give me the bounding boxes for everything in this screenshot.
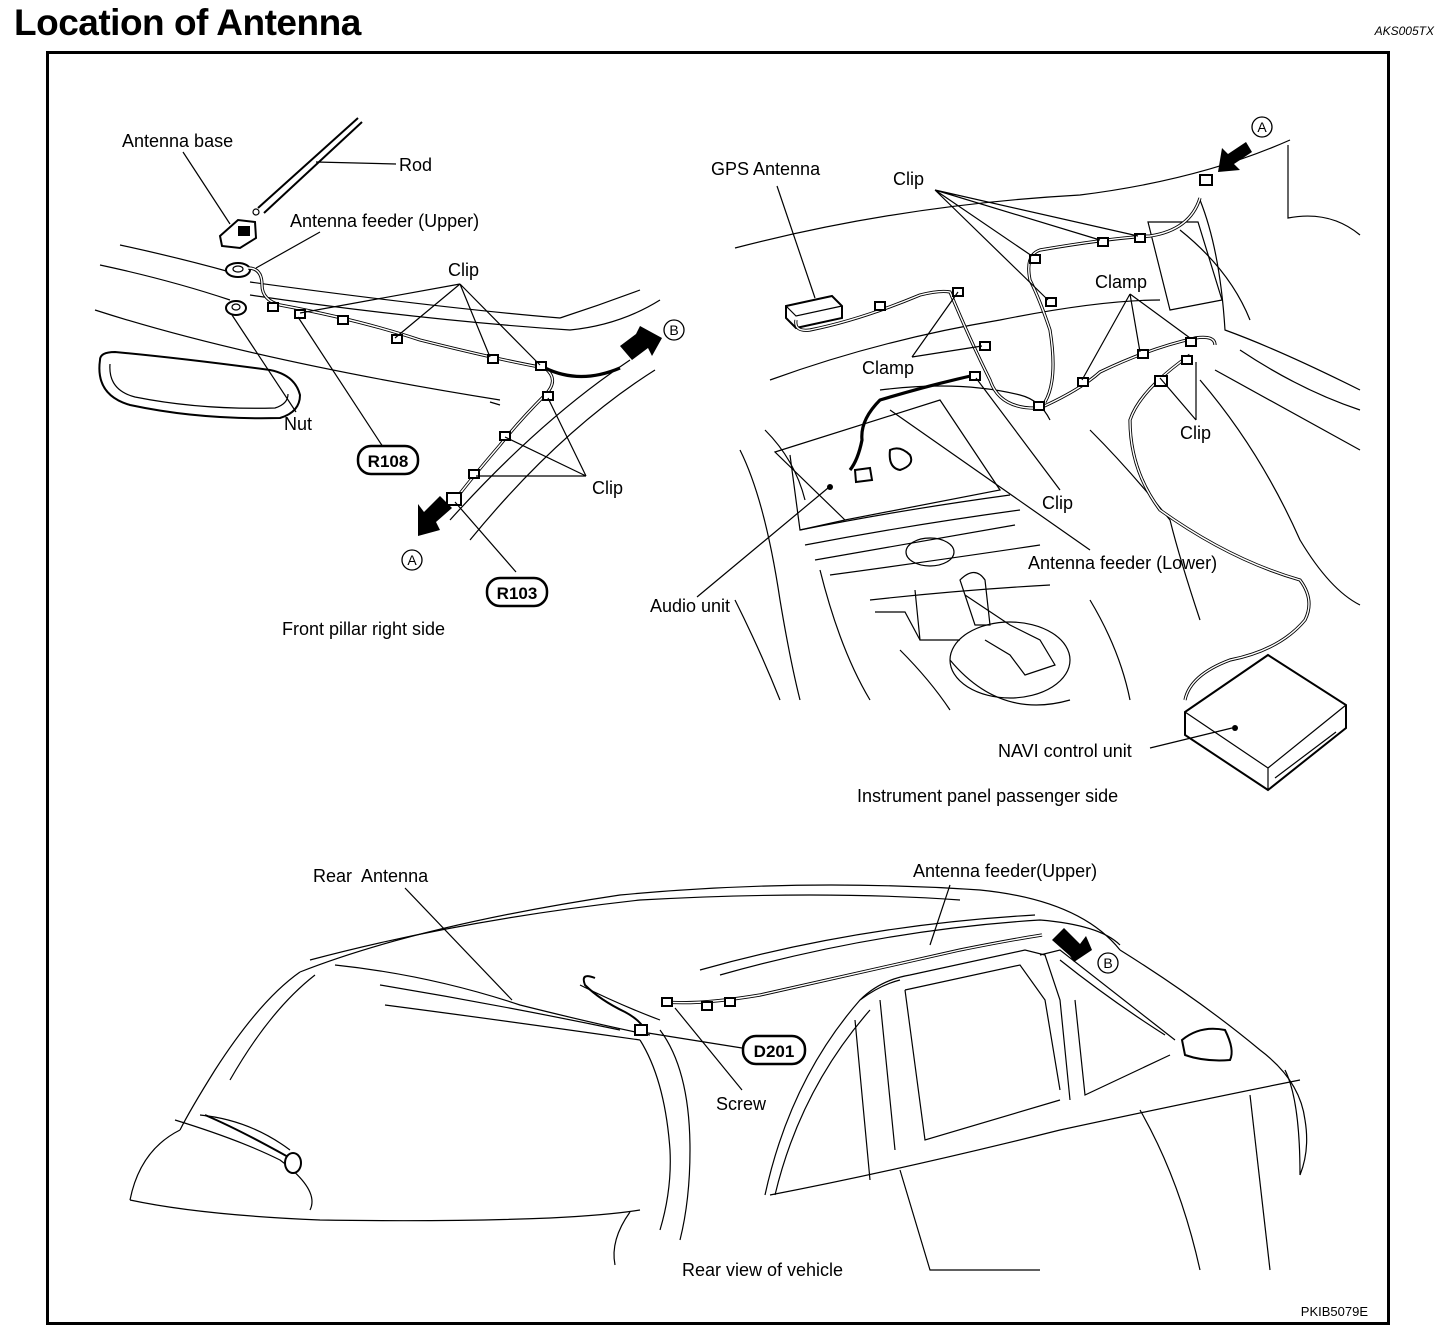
front-pillar-illustration: [94, 117, 662, 573]
label-audio-unit: Audio unit: [650, 596, 730, 616]
marker-a-ip-label: A: [1257, 119, 1267, 135]
marker-b-rear-label: B: [1103, 955, 1112, 971]
label-antenna-feeder-upper-rear: Antenna feeder(Upper): [913, 861, 1097, 881]
page-title: Location of Antenna: [14, 2, 361, 43]
label-gps-antenna: GPS Antenna: [711, 159, 821, 179]
marker-b-rear: B: [1097, 952, 1119, 974]
label-clip-bottom: Clip: [592, 478, 623, 498]
caption-front-pillar: Front pillar right side: [282, 619, 445, 639]
connector-d201-label: D201: [754, 1042, 795, 1061]
connector-r103: R103: [485, 576, 549, 608]
label-nut: Nut: [284, 414, 312, 434]
label-rear-antenna: Rear Antenna: [313, 866, 429, 886]
marker-a-ip: A: [1251, 116, 1273, 138]
document-code: AKS005TX: [1374, 24, 1434, 38]
footer-code: PKIB5079E: [1301, 1304, 1369, 1319]
label-clamp-right: Clamp: [1095, 272, 1147, 292]
label-clip-top: Clip: [448, 260, 479, 280]
marker-a-front-label: A: [407, 552, 417, 568]
label-antenna-base: Antenna base: [122, 131, 233, 151]
label-clip-ip-mid: Clip: [1042, 493, 1073, 513]
label-screw: Screw: [716, 1094, 767, 1114]
label-antenna-feeder-lower: Antenna feeder (Lower): [1028, 553, 1217, 573]
label-clamp-left: Clamp: [862, 358, 914, 378]
label-antenna-feeder-upper: Antenna feeder (Upper): [290, 211, 479, 231]
caption-rear-view: Rear view of vehicle: [682, 1260, 843, 1280]
label-navi-control-unit: NAVI control unit: [998, 741, 1132, 761]
connector-d201: D201: [741, 1034, 807, 1066]
label-clip-ip-right: Clip: [1180, 423, 1211, 443]
label-rod: Rod: [399, 155, 432, 175]
connector-r103-label: R103: [497, 584, 538, 603]
marker-a-front: A: [401, 549, 423, 571]
connector-r108-label: R108: [368, 452, 409, 471]
marker-b-front-label: B: [669, 322, 678, 338]
marker-b-front: B: [663, 319, 685, 341]
label-clip-ip-top: Clip: [893, 169, 924, 189]
connector-r108: R108: [356, 444, 420, 476]
caption-instrument-panel: Instrument panel passenger side: [857, 786, 1118, 806]
diagram-frame: [46, 51, 1390, 1325]
instrument-panel-illustration: [696, 139, 1361, 792]
rear-view-illustration: [129, 884, 1308, 1271]
